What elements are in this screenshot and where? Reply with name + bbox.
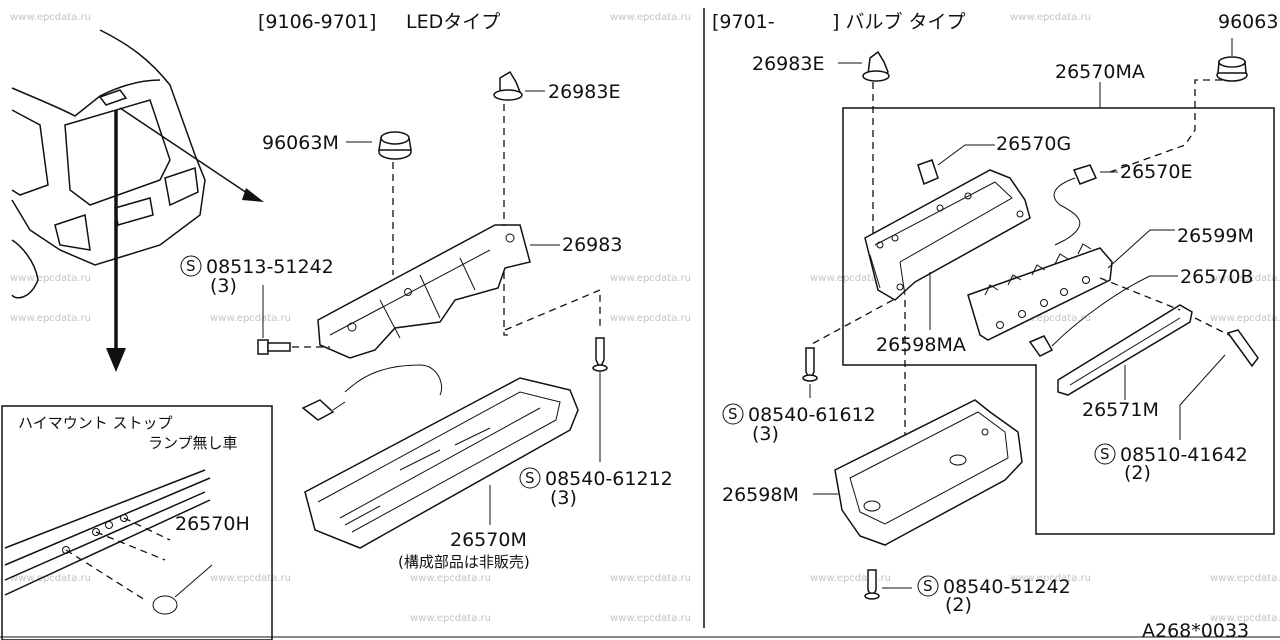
watermark: www.epcdata.ru: [10, 273, 91, 284]
bracket-26983: 26983: [317, 224, 622, 359]
screw-08540-51242: 08540-51242: [943, 576, 1071, 598]
watermark: www.epcdata.ru: [210, 573, 291, 584]
part-96063M-right: 96063M: [1218, 11, 1280, 33]
part-26570B: 26570B: [1180, 266, 1253, 288]
screw-symbol: S: [728, 405, 738, 423]
watermark: www.epcdata.ru: [810, 573, 891, 584]
grommet-96063m-right: 96063M: [1109, 11, 1280, 173]
part-26598M: 26598M: [722, 484, 799, 506]
watermark: www.epcdata.ru: [810, 273, 891, 284]
screw-08540-61212: S 08540-61212 (3): [504, 289, 673, 509]
watermark: www.epcdata.ru: [1010, 12, 1091, 23]
part-26570E: 26570E: [1120, 161, 1192, 183]
part-26570MA: 26570MA: [1055, 61, 1145, 83]
gasket-26570g: 26570G: [917, 133, 1071, 186]
bulb-26570b: 26570B: [1028, 266, 1253, 357]
watermark: www.epcdata.ru: [410, 613, 491, 624]
screw-08540-61612: S 08540-61612 (3): [722, 299, 894, 445]
part-26570G: 26570G: [996, 133, 1071, 155]
right-type-label: ] バルブ タイプ: [832, 10, 966, 33]
watermark: www.epcdata.ru: [1010, 313, 1091, 324]
screw-08513: S 08513-51242 (3): [180, 255, 334, 355]
watermark: www.epcdata.ru: [1210, 313, 1280, 324]
watermark: www.epcdata.ru: [10, 12, 91, 23]
screw-08540-61212-qty: (3): [550, 487, 577, 509]
left-range-label: [9106-9701]: [258, 11, 376, 33]
screw-08540-61612: 08540-61612: [748, 404, 876, 426]
part-26983E-left: 26983E: [548, 81, 620, 103]
screw-08540-51242-qty: (2): [945, 594, 972, 616]
part-96063M-left: 96063M: [262, 132, 339, 154]
board-26599m: 26599M: [967, 225, 1254, 341]
part-26570M: 26570M: [450, 529, 527, 551]
screw-08540-61212: 08540-61212: [545, 468, 673, 490]
screw-08510: 08510-41642: [1120, 444, 1248, 466]
part-26598MA: 26598MA: [876, 334, 966, 356]
screw-08510-qty: (2): [1124, 462, 1151, 484]
screw-08540-61612-qty: (3): [752, 423, 779, 445]
clip-26983e-right: 26983E: [752, 50, 890, 245]
part-26983: 26983: [562, 234, 622, 256]
watermark: www.epcdata.ru: [1010, 573, 1091, 584]
part-26983E-right: 26983E: [752, 53, 824, 75]
lamp-26570m: 26570M (構成部品は非販売): [301, 364, 579, 571]
grommet-96063m-left: 96063M: [262, 131, 412, 275]
housing-26598ma: 26598MA: [864, 169, 1031, 356]
inset-no-stoplamp: ハイマウント ストップ ランプ無し車 26570H: [1, 405, 273, 640]
watermark: www.epcdata.ru: [610, 12, 691, 23]
screw-08510: S 08510-41642 (2): [1094, 317, 1259, 484]
screw-symbol: S: [186, 257, 196, 275]
part-26599M: 26599M: [1177, 225, 1254, 247]
watermark: www.epcdata.ru: [610, 313, 691, 324]
screw-08513-qty: (3): [210, 275, 237, 297]
screw-symbol: S: [525, 469, 535, 487]
watermark: www.epcdata.ru: [10, 313, 91, 324]
part-26570H: 26570H: [175, 513, 250, 535]
vehicle-rear-view: [11, 29, 264, 372]
assembly-outline: [842, 107, 1275, 535]
watermark: www.epcdata.ru: [210, 313, 291, 324]
watermark: www.epcdata.ru: [1210, 613, 1280, 624]
screw-symbol: S: [923, 577, 933, 595]
part-26571M: 26571M: [1082, 399, 1159, 421]
watermark: www.epcdata.ru: [610, 613, 691, 624]
lens-26571m: 26571M: [1057, 277, 1193, 421]
harness-26570e: 26570E: [1053, 161, 1192, 246]
inset-title-1: ハイマウント ストップ: [18, 414, 172, 432]
watermark: www.epcdata.ru: [10, 573, 91, 584]
watermark: www.epcdata.ru: [410, 573, 491, 584]
screw-symbol: S: [1100, 445, 1110, 463]
screw-08513: 08513-51242: [206, 256, 334, 278]
watermark: www.epcdata.ru: [1210, 573, 1280, 584]
screw-08540-51242: S 08540-51242 (2): [864, 569, 1071, 616]
watermark: www.epcdata.ru: [1210, 273, 1280, 284]
cover-26598m: 26598M: [722, 300, 1023, 546]
part-26570M-note: (構成部品は非販売): [398, 553, 530, 571]
inset-title-2: ランプ無し車: [148, 434, 238, 452]
diagram-code: A268*0033: [1142, 620, 1249, 640]
watermark: www.epcdata.ru: [610, 273, 691, 284]
right-range-label: [9701-: [712, 11, 775, 33]
left-type-label: LEDタイプ: [406, 11, 500, 33]
clip-26983e: 26983E: [493, 70, 620, 336]
watermark: www.epcdata.ru: [610, 573, 691, 584]
